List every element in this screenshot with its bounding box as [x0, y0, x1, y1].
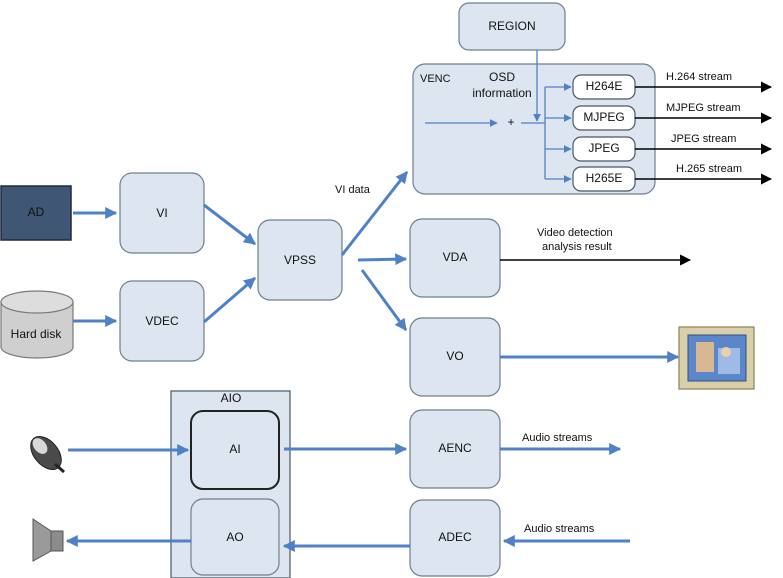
jpeg-stream-label: JPEG stream [671, 133, 736, 145]
audio-path-arrows: Audio streams Audio streams [65, 432, 630, 552]
jpeg-node: JPEG [572, 136, 636, 162]
vda-node: VDA [409, 218, 501, 298]
mjpeg-stream-label: MJPEG stream [666, 102, 741, 114]
vo-label: VO [446, 349, 463, 363]
vi-label: VI [156, 206, 167, 220]
ao-node: AO [190, 498, 280, 576]
ao-label: AO [226, 530, 243, 544]
vda-result-line2: analysis result [542, 241, 612, 253]
region-node: REGION [458, 2, 566, 51]
h264e-node: H264E [572, 74, 636, 100]
h264e-label: H264E [586, 79, 623, 93]
vda-result-line1: Video detection [537, 227, 613, 239]
vpss-node: VPSS [257, 219, 343, 301]
h265e-node: H265E [572, 166, 636, 192]
microphone-icon [30, 436, 65, 474]
vdec-label: VDEC [145, 314, 179, 328]
h265-stream-label: H.265 stream [676, 163, 742, 175]
hard-disk-icon: Hard disk [0, 290, 74, 359]
jpeg-label: JPEG [588, 141, 619, 155]
ai-node: AI [190, 410, 280, 490]
audio-out-label: Audio streams [522, 432, 593, 444]
aenc-node: AENC [409, 409, 501, 489]
venc-label: VENC [420, 73, 451, 85]
venc-internal-arrows [425, 50, 572, 183]
vi-data-label: VI data [335, 184, 371, 196]
vpss-label: VPSS [284, 253, 316, 267]
osd-label-line1: OSD [489, 70, 515, 84]
hard-disk-label: Hard disk [11, 327, 63, 341]
vdec-node: VDEC [119, 280, 205, 362]
mjpeg-node: MJPEG [572, 105, 636, 131]
h264-stream-label: H.264 stream [666, 71, 732, 83]
adec-node: ADEC [409, 499, 501, 577]
vo-node: VO [409, 317, 501, 397]
monitor-icon [678, 326, 755, 390]
venc-output-arrows: H.264 stream MJPEG stream JPEG stream H.… [635, 71, 773, 185]
region-label: REGION [488, 19, 535, 33]
aio-label: AIO [221, 391, 242, 405]
adec-label: ADEC [438, 530, 472, 544]
plus-sign: + [507, 115, 514, 129]
ad-node: AD [0, 185, 72, 241]
h265e-label: H265E [586, 171, 623, 185]
speaker-icon [32, 518, 64, 562]
osd-label-line2: information [472, 86, 531, 100]
audio-in-label: Audio streams [524, 523, 595, 535]
vda-label: VDA [443, 250, 468, 264]
mjpeg-label: MJPEG [583, 110, 624, 124]
ai-label: AI [229, 442, 240, 456]
video-path-arrows: VI data [73, 171, 409, 331]
vi-node: VI [119, 172, 205, 254]
vda-output: Video detection analysis result [500, 227, 692, 266]
ad-label: AD [28, 205, 45, 219]
aenc-label: AENC [438, 441, 472, 455]
